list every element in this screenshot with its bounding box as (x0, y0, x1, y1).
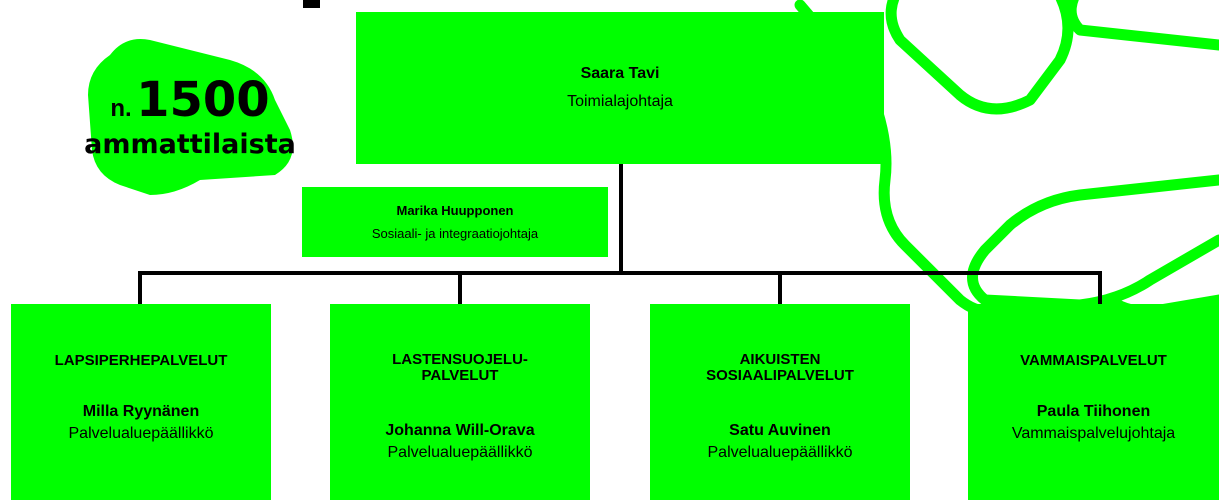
director-name: Saara Tavi (580, 65, 660, 82)
decorative-outline-shape (967, 174, 1219, 311)
unit-box-vammaispalvelut: VAMMAISPALVELUT Paula Tiihonen Vammaispa… (968, 304, 1219, 500)
connector-horizontal (138, 271, 1102, 275)
title-fragment (303, 0, 320, 8)
unit-person-title: Palvelualuepäällikkö (68, 425, 214, 442)
unit-person-name: Milla Ryynänen (82, 403, 200, 420)
director-title: Toimialajohtaja (567, 93, 673, 110)
connector-drop-4 (1098, 271, 1102, 304)
unit-box-lapsiperhepalvelut: LAPSIPERHEPALVELUT Milla Ryynänen Palvel… (11, 304, 271, 500)
decorative-outline-shape (885, 0, 1074, 115)
unit-name: LAPSIPERHEPALVELUT (54, 352, 228, 369)
unit-person-title: Palvelualuepäällikkö (387, 444, 533, 461)
unit-box-lastensuojelupalvelut: LASTENSUOJELU- PALVELUT Johanna Will-Ora… (330, 304, 590, 500)
director-box: Saara Tavi Toimialajohtaja (356, 12, 884, 164)
decorative-outline-shape (1065, 0, 1219, 51)
connector-drop-3 (778, 271, 782, 304)
staff-box: Marika Huupponen Sosiaali- ja integraati… (302, 187, 608, 257)
connector-vertical-main (619, 163, 623, 273)
unit-name-line2: SOSIAALIPALVELUT (706, 367, 854, 384)
unit-name-line1: LASTENSUOJELU- (392, 351, 528, 368)
decorative-blob (88, 39, 293, 195)
badge-caption: ammattilaista (84, 129, 296, 160)
staff-count-badge: n. 1500 (85, 76, 295, 124)
connector-drop-1 (138, 271, 142, 304)
unit-name: VAMMAISPALVELUT (1020, 352, 1167, 369)
unit-person-name: Paula Tiihonen (1036, 403, 1151, 420)
unit-person-name: Johanna Will-Orava (385, 422, 535, 439)
badge-number: 1500 (136, 72, 270, 128)
unit-box-aikuisten-sosiaalipalvelut: AIKUISTEN SOSIAALIPALVELUT Satu Auvinen … (650, 304, 910, 500)
unit-person-name: Satu Auvinen (729, 422, 831, 439)
connector-drop-2 (458, 271, 462, 304)
unit-person-title: Vammaispalvelujohtaja (1011, 425, 1176, 442)
staff-name: Marika Huupponen (396, 203, 514, 218)
unit-name-line2: PALVELUT (421, 367, 499, 384)
unit-name-line1: AIKUISTEN (739, 351, 821, 368)
staff-title: Sosiaali- ja integraatiojohtaja (371, 226, 539, 241)
badge-prefix: n. (110, 95, 132, 122)
unit-person-title: Palvelualuepäällikkö (707, 444, 853, 461)
